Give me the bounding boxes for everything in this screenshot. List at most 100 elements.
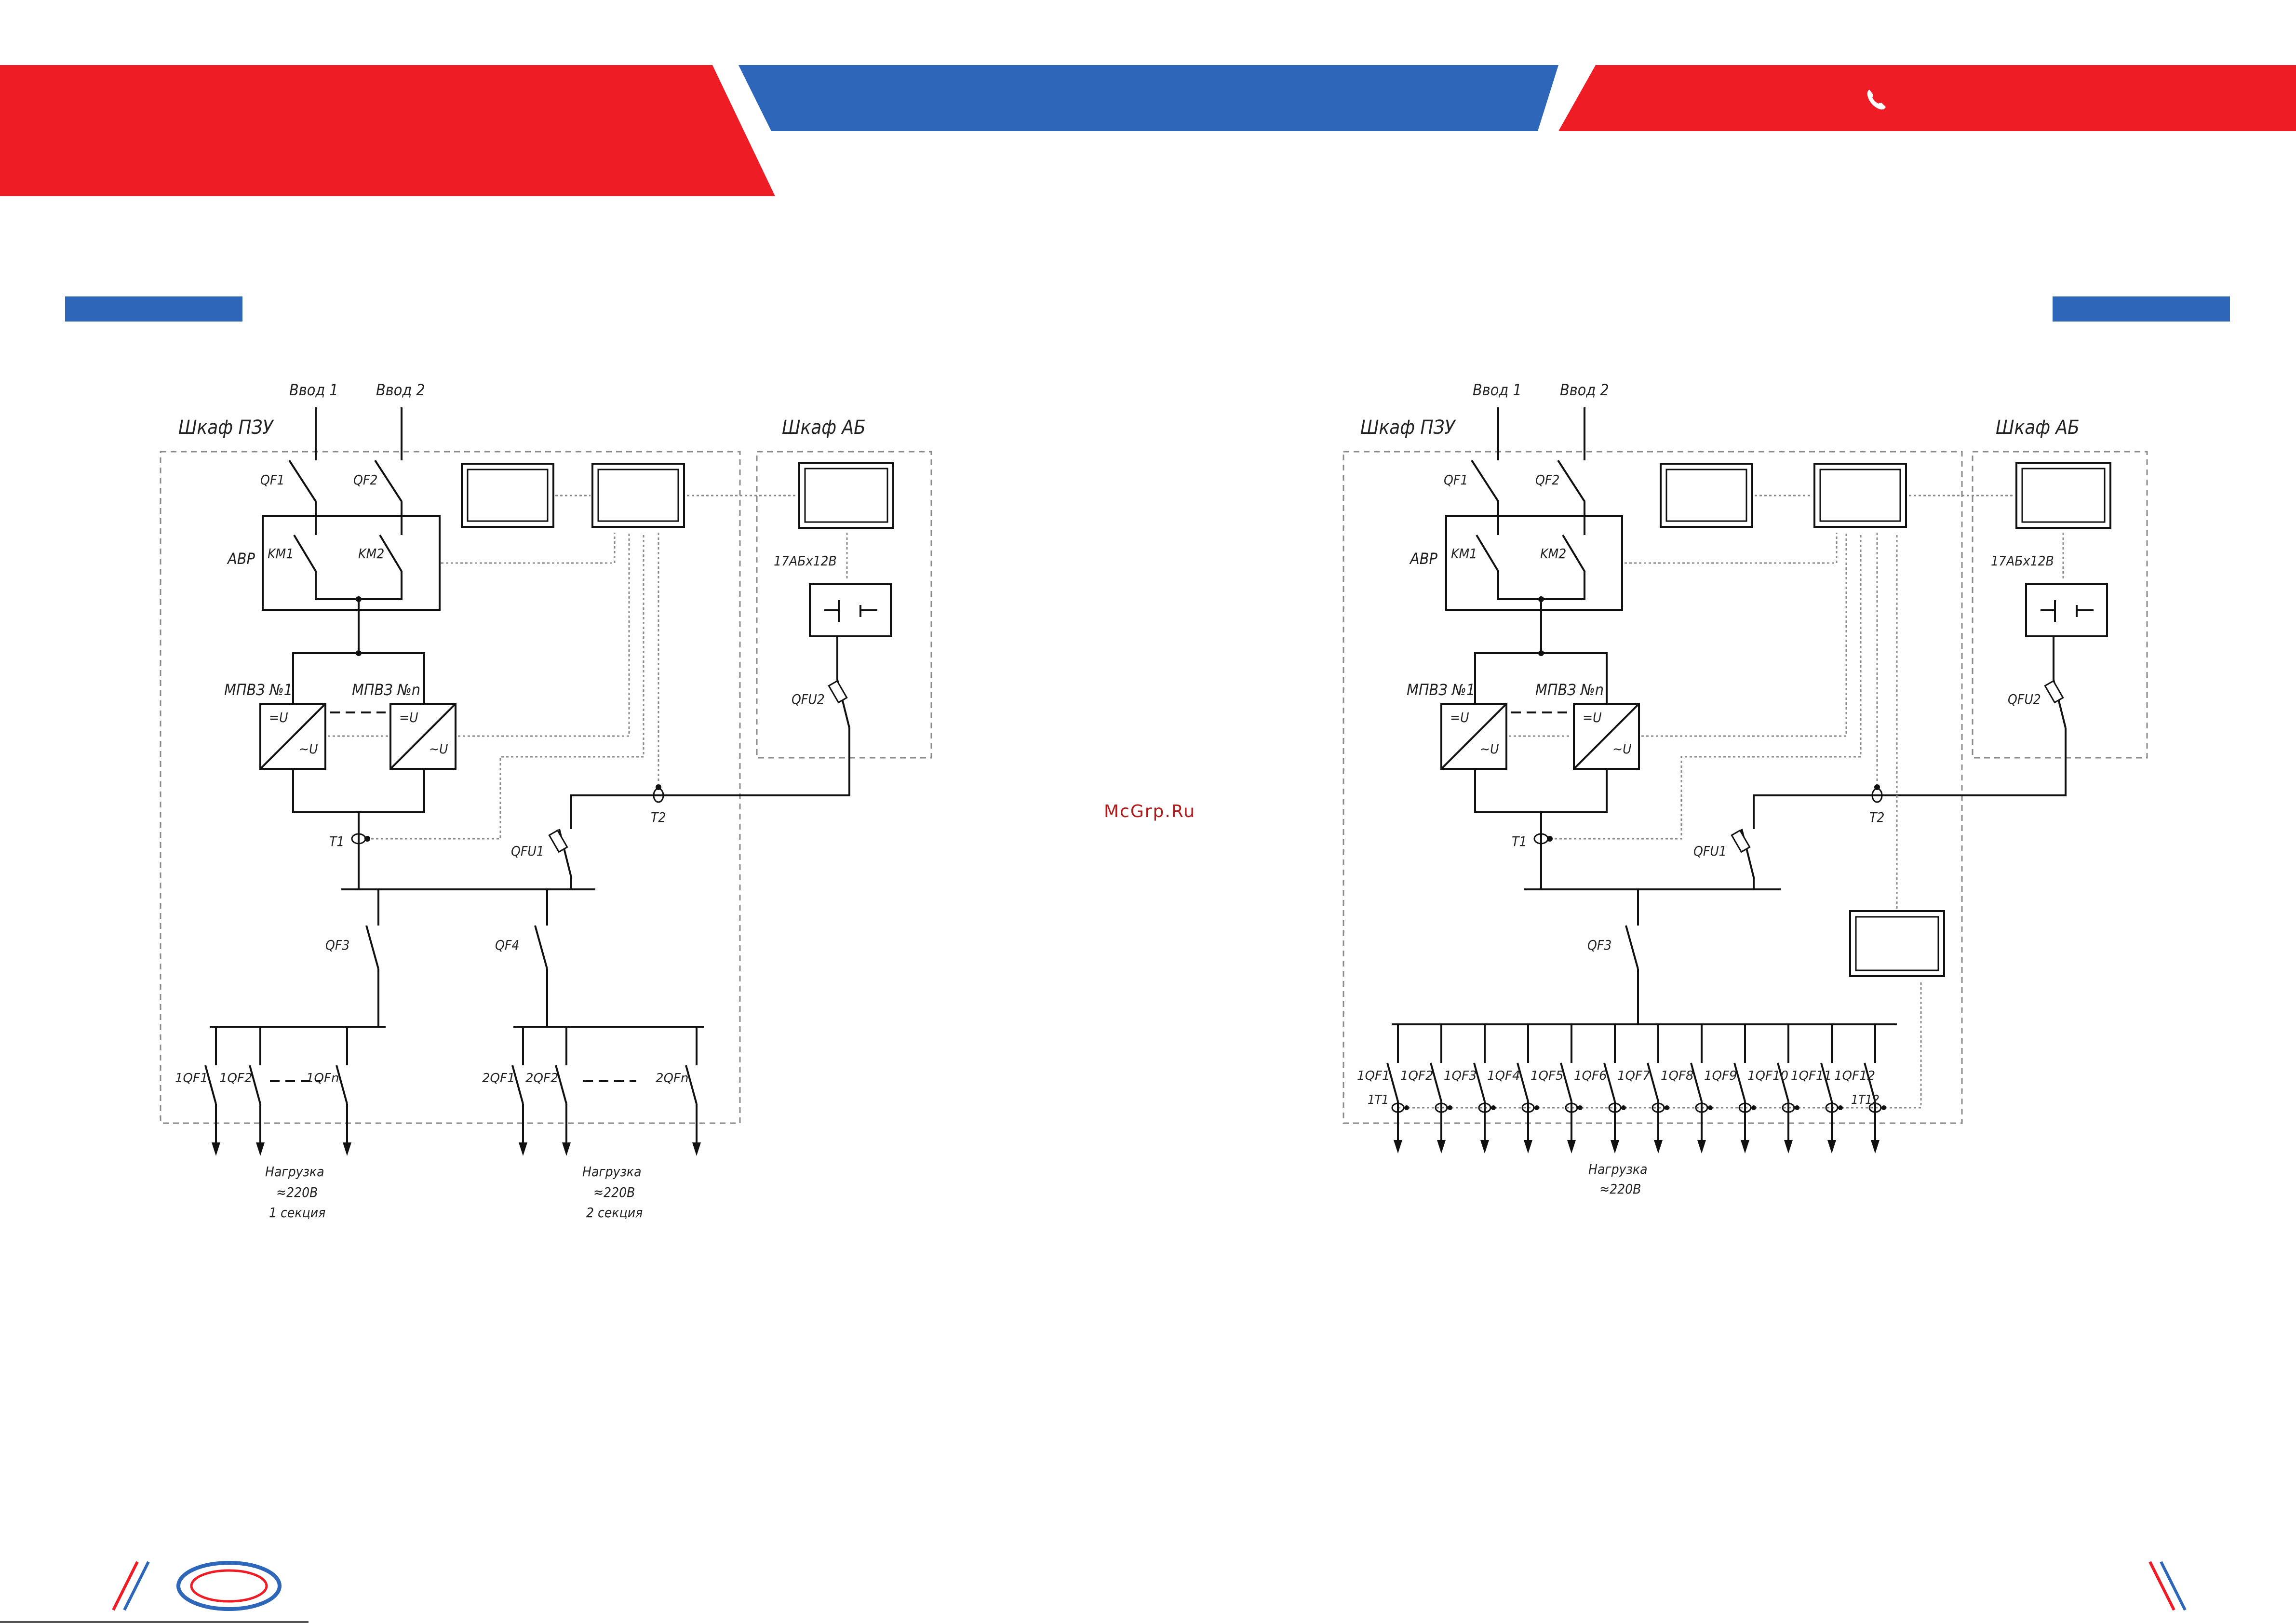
right-ct-dot-6 bbox=[1665, 1105, 1669, 1110]
mpvzn-label: МПВЗ №n bbox=[352, 681, 420, 699]
left-s2-feeder-switch-2 bbox=[685, 1065, 698, 1104]
right-feeder-label-5: 1QF6 bbox=[1574, 1069, 1607, 1083]
right-ct-2 bbox=[1478, 1102, 1491, 1113]
qfu1-label-r: QFU1 bbox=[1693, 843, 1727, 859]
right-feeder-label-10: 1QF11 bbox=[1791, 1069, 1832, 1083]
cabinet-ab-label: Шкаф АБ bbox=[782, 416, 866, 439]
right-feeder-switch-4 bbox=[1560, 1062, 1572, 1102]
left-s1-feeder-switch-2 bbox=[336, 1065, 348, 1104]
right-ct-dot-1 bbox=[1448, 1105, 1452, 1110]
right-feeder-switch-11 bbox=[1864, 1062, 1876, 1102]
right-ct-6 bbox=[1652, 1102, 1665, 1113]
right-feeder-switch-7 bbox=[1690, 1062, 1703, 1102]
battery-label: 17АБх12В bbox=[774, 553, 837, 569]
ab-monitor bbox=[798, 462, 894, 529]
header-red-band-left bbox=[0, 65, 775, 196]
right-feeder-arrow-0 bbox=[1394, 1140, 1402, 1154]
left-s1-feeder-label-0: 1QF1 bbox=[175, 1071, 208, 1086]
mpvzn-label-r: МПВЗ №n bbox=[1535, 681, 1604, 699]
left-s1-feeder-arrow-1 bbox=[256, 1142, 265, 1156]
cabinet-ab-label-r: Шкаф АБ bbox=[1996, 416, 2080, 439]
mpvz1-ac-r: ~U bbox=[1480, 741, 1499, 757]
right-feeder-label-1: 1QF2 bbox=[1400, 1069, 1434, 1083]
right-feeder-switch-8 bbox=[1733, 1062, 1746, 1102]
cabinet-ab-frame-r bbox=[1972, 451, 2148, 759]
controller-panel-r bbox=[1813, 463, 1907, 528]
right-ct-8 bbox=[1738, 1102, 1752, 1113]
left-s1-feeder-label-2: 1QFn bbox=[306, 1071, 339, 1086]
right-feeder-label-8: 1QF9 bbox=[1704, 1069, 1737, 1083]
right-feeder-switch-9 bbox=[1777, 1062, 1789, 1102]
left-s2-feeder-label-2: 2QFn bbox=[656, 1071, 688, 1086]
cabinet-pzu-frame-r bbox=[1343, 451, 1963, 1124]
t1-label: T1 bbox=[329, 833, 344, 849]
load-line1-r: Нагрузка bbox=[1588, 1161, 1648, 1177]
right-feeder-switch-2 bbox=[1473, 1062, 1486, 1102]
watermark: McGrp.Ru bbox=[1104, 802, 1195, 821]
ab-monitor-r bbox=[2015, 462, 2111, 529]
left-schematic bbox=[160, 407, 932, 1124]
qf3-label: QF3 bbox=[325, 937, 349, 953]
ct-first-label: 1T1 bbox=[1368, 1093, 1389, 1107]
qfu1-label: QFU1 bbox=[511, 843, 544, 859]
avr-label-r: АВР bbox=[1409, 550, 1437, 568]
mpvzn-ac: ~U bbox=[429, 741, 448, 757]
right-ct-dot-2 bbox=[1491, 1105, 1496, 1110]
qf1-label: QF1 bbox=[260, 472, 284, 488]
km1-contact bbox=[293, 534, 317, 572]
right-ct-9 bbox=[1782, 1102, 1795, 1113]
left-s2-feeder-arrow-0 bbox=[519, 1142, 527, 1156]
avr-label: АВР bbox=[227, 550, 255, 568]
controller-panel bbox=[591, 463, 685, 528]
section-marker-right bbox=[2053, 296, 2230, 322]
mpvz1-dc: =U bbox=[269, 710, 288, 725]
t1-label-r: T1 bbox=[1512, 833, 1527, 849]
right-feeder-arrow-2 bbox=[1480, 1140, 1489, 1154]
right-ct-4 bbox=[1565, 1102, 1578, 1113]
right-feeder-switch-5 bbox=[1603, 1062, 1616, 1102]
load2-line1: Нагрузка bbox=[582, 1164, 642, 1180]
right-feeder-arrow-4 bbox=[1567, 1140, 1576, 1154]
right-ct-dot-0 bbox=[1404, 1105, 1409, 1110]
right-feeder-label-4: 1QF5 bbox=[1531, 1069, 1564, 1083]
load1-line1: Нагрузка bbox=[265, 1164, 324, 1180]
battery-box-r bbox=[2025, 583, 2108, 637]
right-feeder-arrow-7 bbox=[1697, 1140, 1706, 1154]
t2-label-r: T2 bbox=[1869, 809, 1884, 825]
right-feeder-label-2: 1QF3 bbox=[1444, 1069, 1477, 1083]
right-feeder-arrow-10 bbox=[1827, 1140, 1836, 1154]
mpvz1-dc-r: =U bbox=[1450, 710, 1469, 725]
left-s2-feeder-switch-0 bbox=[511, 1065, 524, 1104]
battery-label-r: 17АБх12В bbox=[1991, 553, 2054, 569]
qf3-label-r: QF3 bbox=[1587, 937, 1611, 953]
section-marker-left bbox=[65, 296, 242, 322]
right-feeder-label-9: 1QF10 bbox=[1747, 1069, 1788, 1083]
header-red-band-right bbox=[1558, 65, 2296, 131]
display-panel bbox=[461, 463, 554, 528]
right-feeder-arrow-8 bbox=[1741, 1140, 1749, 1154]
left-s2-feeder-label-0: 2QF1 bbox=[482, 1071, 515, 1086]
cabinet-pzu-label: Шкаф ПЗУ bbox=[178, 416, 274, 439]
mpvzn-dc: =U bbox=[399, 710, 418, 725]
right-schematic bbox=[1343, 407, 2148, 1124]
qf1-switch bbox=[288, 459, 317, 502]
footer-stripes-right bbox=[2148, 1561, 2187, 1611]
right-feeder-arrow-1 bbox=[1437, 1140, 1446, 1154]
right-feeder-switch-6 bbox=[1647, 1062, 1659, 1102]
left-s2-feeder-arrow-2 bbox=[692, 1142, 701, 1156]
mpvzn-dc-r: =U bbox=[1583, 710, 1602, 725]
phone-icon[interactable] bbox=[1867, 90, 1886, 110]
right-ct-1 bbox=[1435, 1102, 1448, 1113]
footer-stripes-left bbox=[112, 1561, 150, 1611]
qf4-label: QF4 bbox=[495, 937, 519, 953]
input1-label: Ввод 1 bbox=[289, 381, 338, 399]
cabinet-pzu-frame bbox=[160, 451, 741, 1124]
km1-label-r: KM1 bbox=[1451, 546, 1477, 562]
mpvzn-ac-r: ~U bbox=[1612, 741, 1632, 757]
left-s1-feeder-switch-1 bbox=[249, 1065, 261, 1104]
right-ct-dot-10 bbox=[1838, 1105, 1843, 1110]
right-feeder-label-11: 1QF12 bbox=[1834, 1069, 1875, 1083]
right-feeder-label-3: 1QF4 bbox=[1487, 1069, 1520, 1083]
mpvz1-label: МПВЗ №1 bbox=[224, 681, 293, 699]
